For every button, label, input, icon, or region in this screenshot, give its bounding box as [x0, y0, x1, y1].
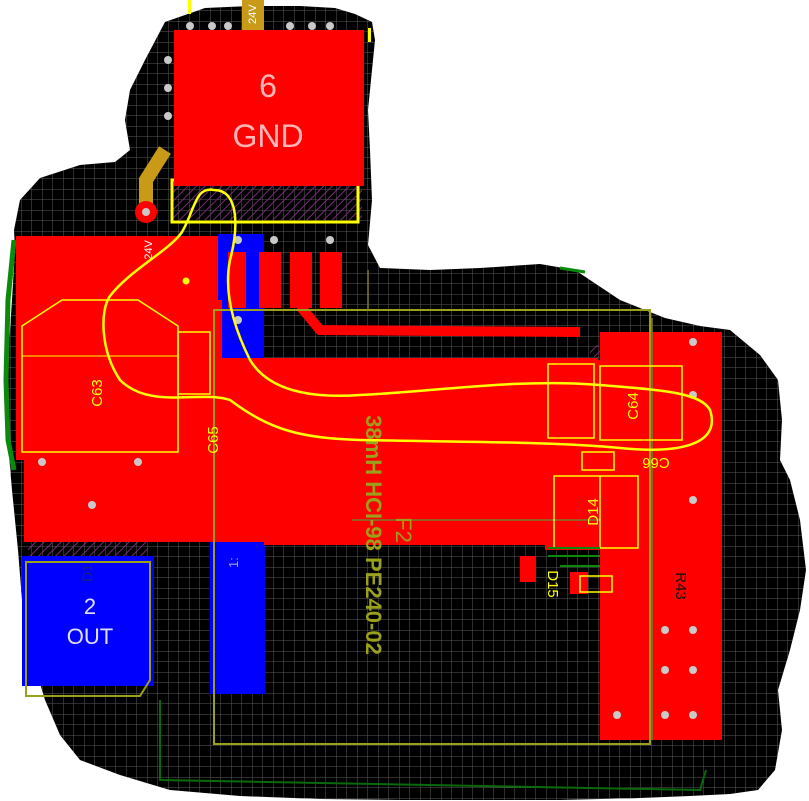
via-icon: [164, 56, 172, 64]
d15-outline: [579, 575, 613, 593]
designator-l1: 1:: [226, 557, 241, 568]
via-icon: [88, 501, 96, 509]
pad-2-outline: [25, 561, 151, 697]
designator-c64: C64: [625, 392, 642, 420]
c63-outline: [21, 299, 179, 453]
via-icon: [286, 22, 294, 30]
current-loop-annotation: [102, 188, 713, 451]
c66-outline: [581, 451, 615, 471]
via-icon: [689, 496, 697, 504]
via-icon: [142, 208, 150, 216]
silk-top-left: [188, 0, 191, 14]
via-icon: [38, 458, 46, 466]
smd-pad[interactable]: [259, 252, 281, 308]
header-vias-top: [164, 22, 334, 120]
right-pour-vias: [613, 338, 697, 719]
pad-2-net: OUT: [67, 624, 113, 649]
designator-f2: F2: [391, 517, 416, 543]
designator-d1: D1: [79, 564, 95, 582]
pad-2[interactable]: [22, 556, 154, 686]
designator-c65: C65: [205, 426, 222, 454]
via-icon: [164, 112, 172, 120]
via-icon: [308, 22, 316, 30]
f2-outline: [213, 309, 651, 745]
c65-outline: [177, 331, 211, 395]
via-icon: [326, 22, 334, 30]
pad-2-number: 2: [84, 594, 96, 619]
board-edge-right: [559, 266, 586, 274]
trace-24v-top: [242, 0, 264, 30]
board-edge-left: [3, 239, 17, 471]
hatch-left: [28, 540, 148, 556]
bottom-copper-lower: [210, 540, 265, 694]
via-icon: [208, 22, 216, 30]
via-icon: [613, 711, 621, 719]
via-icon: [186, 22, 194, 30]
d15-pad-left[interactable]: [520, 556, 536, 582]
c64-outline-b: [599, 365, 683, 441]
designator-d14: D14: [585, 498, 602, 526]
designator-d15: D15: [544, 570, 561, 598]
pad-6-hatch: [172, 184, 362, 220]
trace-to-right: [296, 302, 581, 337]
via-icon: [661, 711, 669, 719]
via-icon: [224, 22, 232, 30]
designator-c63: C63: [89, 379, 106, 407]
part-text: 38mH HCI-98 PE240-02: [361, 415, 386, 655]
smd-pad[interactable]: [228, 252, 250, 308]
d15-pad-right[interactable]: [570, 572, 588, 594]
smd-pad[interactable]: [290, 252, 312, 308]
via-icon: [270, 236, 278, 244]
pad-6-net: GND: [232, 118, 303, 154]
silk-top-right: [368, 28, 371, 42]
via-icon: [661, 666, 669, 674]
via-icon: [164, 84, 172, 92]
c64-outline-a: [547, 363, 595, 439]
designator-c66: C66: [642, 454, 670, 471]
blue-strip: [246, 252, 256, 352]
via-icon: [661, 626, 669, 634]
marker-dot: [182, 277, 190, 285]
pad-6-number: 6: [259, 68, 277, 104]
net-label-24v-left: 24V: [143, 240, 155, 260]
via-icon: [689, 338, 697, 346]
via-icon: [689, 626, 697, 634]
via-icon: [234, 316, 242, 324]
via-icon: [234, 236, 242, 244]
copper-pour-main: [16, 236, 598, 545]
copper-pour-right: [600, 332, 722, 740]
board-edge-bottom: [159, 700, 707, 792]
designator-r43: R43: [672, 572, 689, 600]
smd-pad[interactable]: [320, 252, 342, 308]
pad-6[interactable]: [174, 30, 364, 186]
via-icon: [134, 458, 142, 466]
via-icon: [689, 711, 697, 719]
via-icon: [689, 666, 697, 674]
via-icon: [326, 236, 334, 244]
copper-bridge: [545, 360, 605, 550]
net-label-24v-top: 24V: [247, 4, 259, 24]
